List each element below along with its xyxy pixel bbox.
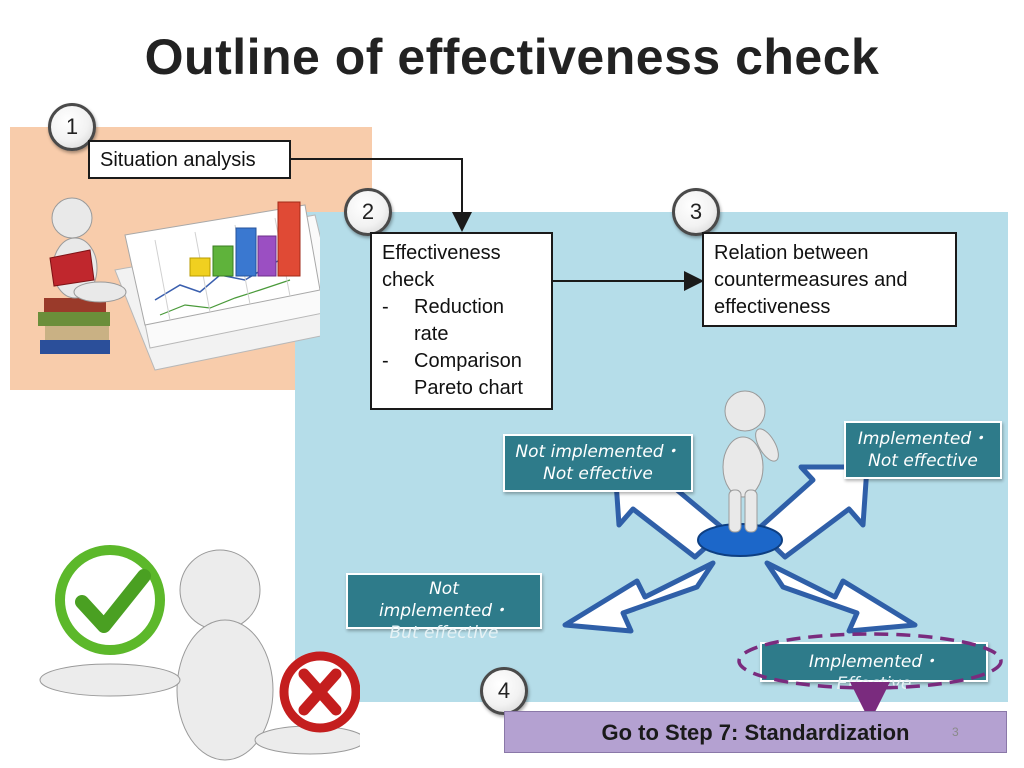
situation-analysis-label: Situation analysis (100, 149, 256, 171)
quadrant-line: implemented・ (379, 601, 509, 621)
bar-chart-icon (189, 201, 301, 277)
page-number: 3 (952, 725, 959, 739)
list-item: Comparison Pareto chart (382, 348, 541, 402)
relation-box: Relation between countermeasures and eff… (702, 232, 957, 327)
quadrant-line: Effective (836, 674, 912, 694)
quadrant-line: Implemented・ (857, 429, 989, 449)
quadrant-implemented-effective: Implemented・ Effective (760, 642, 988, 694)
effectiveness-check-heading: Effectiveness check (382, 242, 501, 291)
standardization-label: Go to Step 7: Standardization (601, 720, 910, 745)
red-book-icon (49, 249, 95, 287)
quadrant-not-implemented-not-effective: Not implemented・ Not effective (503, 434, 693, 492)
chart-papers-image (114, 204, 320, 371)
relation-text: Relation between countermeasures and eff… (714, 242, 908, 318)
quadrant-line: Not implemented・ (515, 442, 681, 462)
quadrant-not-implemented-but-effective: Not implemented・ But effective (346, 573, 542, 643)
quadrant-line: Implemented・ (808, 652, 940, 672)
quadrant-line: Not effective (868, 451, 978, 471)
quadrant-implemented-not-effective: Implemented・ Not effective (844, 421, 1002, 479)
book-stack-image (38, 298, 110, 354)
step-2-badge: 2 (344, 188, 392, 236)
effectiveness-check-box: Effectiveness check Reduction rate Compa… (370, 232, 553, 410)
effectiveness-check-list: Reduction rate Comparison Pareto chart (382, 294, 541, 402)
list-item: Reduction rate (382, 294, 541, 348)
check-mark-icon (75, 569, 151, 633)
step-1-badge: 1 (48, 103, 96, 151)
standardization-bar: Go to Step 7: Standardization (504, 711, 1007, 753)
reading-figure-illustration (38, 197, 320, 371)
quadrant-line: But effective (389, 623, 499, 643)
step-3-badge: 3 (672, 188, 720, 236)
step-4-badge: 4 (480, 667, 528, 715)
quadrant-line: Not (429, 579, 459, 599)
decision-figure-illustration (39, 545, 360, 761)
thinking-person-figure (722, 390, 779, 533)
four-way-arrows-icon (562, 464, 918, 634)
page-title: Outline of effectiveness check (144, 29, 880, 85)
direction-arrows-illustration (562, 390, 918, 634)
quadrant-line: Not effective (543, 464, 653, 484)
person-figure (39, 549, 360, 761)
check-circle-icon (55, 545, 165, 655)
situation-analysis-box: Situation analysis (88, 140, 291, 179)
